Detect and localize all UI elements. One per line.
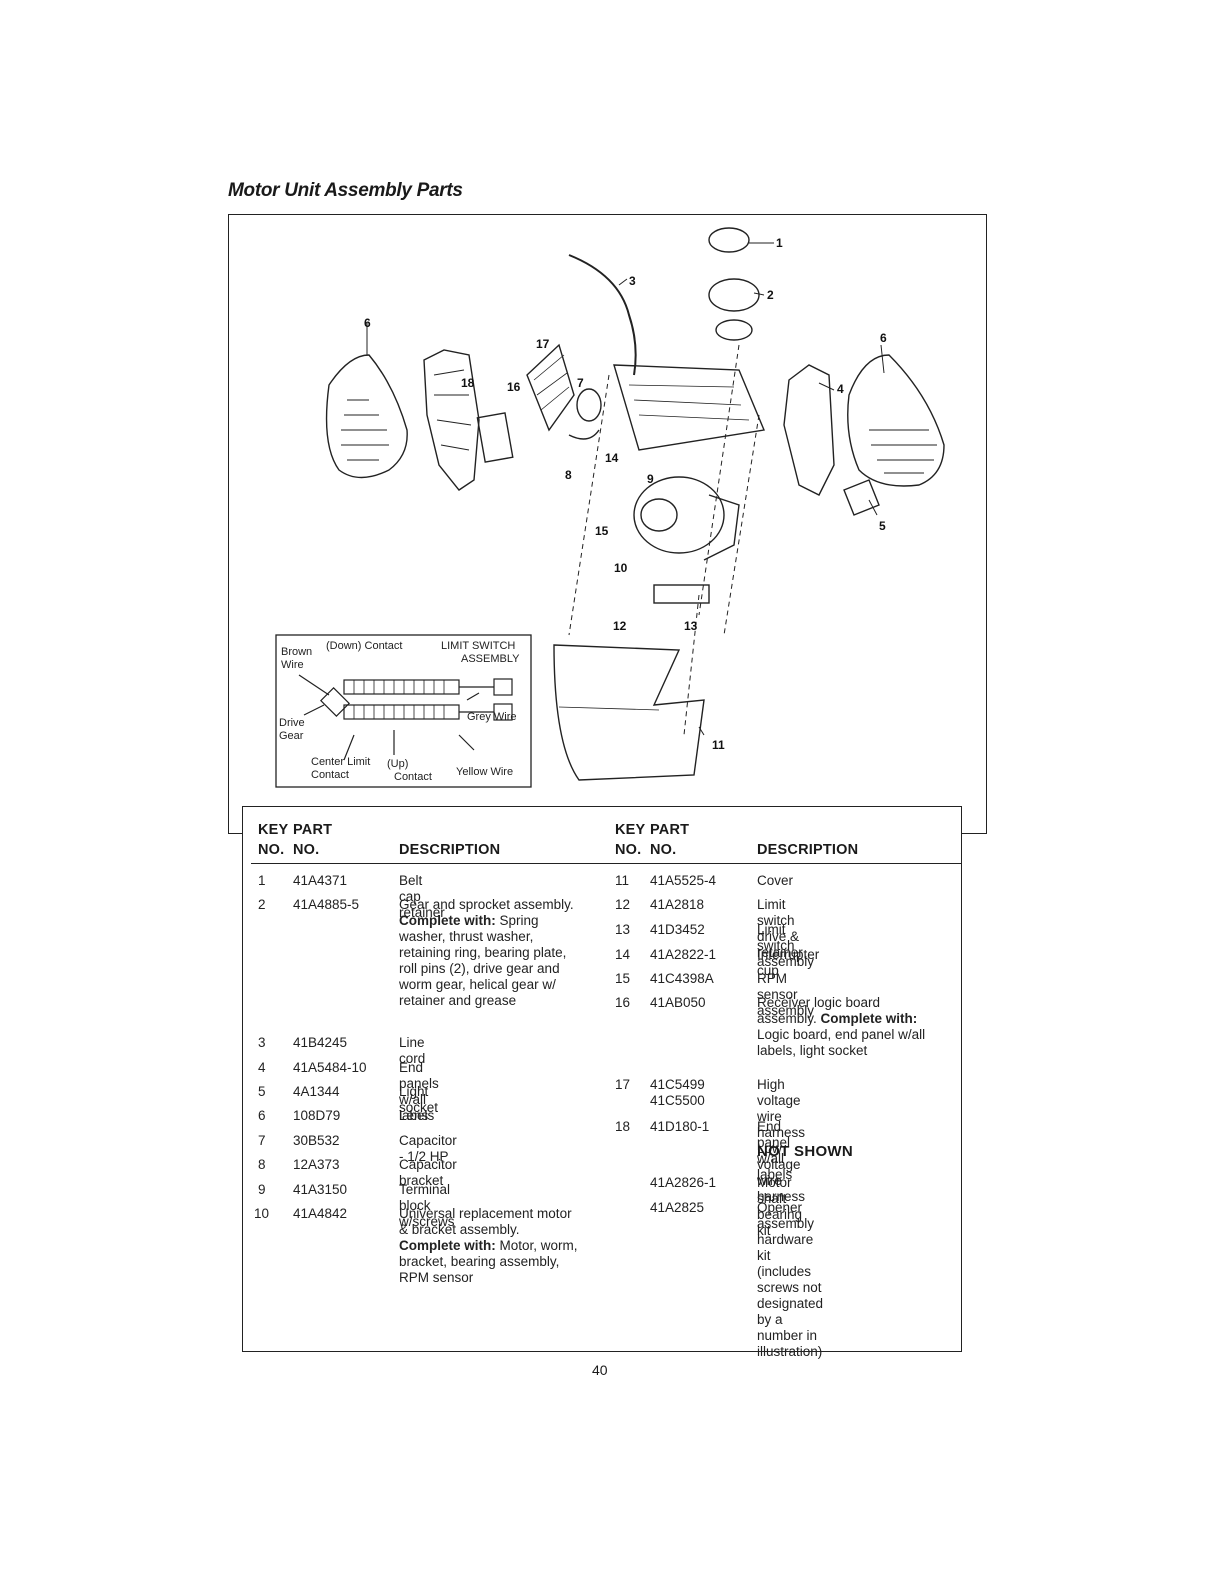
header-partno-left: NO.	[293, 842, 320, 858]
header-description-right: DESCRIPTION	[757, 842, 859, 858]
callout-4: 4	[837, 382, 844, 396]
inset-drive-gear: Drive	[279, 717, 305, 729]
header-key-right: KEY	[615, 822, 646, 838]
inset-up-contact: Contact	[394, 771, 432, 783]
callout-6-left: 6	[364, 316, 371, 330]
page-title: Motor Unit Assembly Parts	[228, 180, 463, 201]
exploded-diagram-drawing: 1 2 3 4 5 6 6 7 8 9 10 11 12 13 14 15 16…	[275, 227, 945, 788]
inset-brown-wire: Brown	[281, 646, 312, 658]
limit-switch-inset: Brown Wire (Down) Contact LIMIT SWITCH A…	[275, 634, 532, 788]
callout-18: 18	[461, 376, 475, 390]
not-shown-heading: NOT SHOWN	[757, 1143, 854, 1160]
callout-9: 9	[647, 472, 654, 486]
callout-15: 15	[595, 524, 609, 538]
header-no-right: NO.	[615, 842, 642, 858]
header-part-left: PART	[293, 822, 333, 838]
callout-8: 8	[565, 468, 572, 482]
part-end-panel-18	[423, 349, 480, 491]
inset-grey-wire: Grey Wire	[467, 711, 517, 723]
inset-down-contact: (Down) Contact	[326, 640, 402, 652]
callout-2: 2	[767, 288, 774, 302]
callout-14: 14	[605, 451, 619, 465]
inset-assembly: ASSEMBLY	[461, 653, 520, 665]
inset-up: (Up)	[387, 758, 408, 770]
parts-list: KEY NO. PART NO. DESCRIPTION KEY NO. PAR…	[242, 806, 962, 1359]
header-partno-right: NO.	[650, 842, 677, 858]
callout-6-right: 6	[880, 331, 887, 345]
part-lens-left	[325, 354, 408, 479]
callout-11: 11	[712, 738, 725, 752]
callout-17: 17	[536, 337, 550, 351]
exploded-diagram: 1 2 3 4 5 6 6 7 8 9 10 11 12 13 14 15 16…	[228, 214, 987, 834]
header-description-left: DESCRIPTION	[399, 842, 501, 858]
inset-center-limit: Center Limit	[311, 756, 370, 768]
page-number: 40	[592, 1362, 608, 1378]
header-key-left: KEY	[258, 822, 289, 838]
callout-13: 13	[684, 619, 698, 633]
callout-10: 10	[614, 561, 628, 575]
callout-5: 5	[879, 519, 886, 533]
inset-brown-wire-2: Wire	[281, 659, 304, 671]
callout-1: 1	[776, 236, 783, 250]
inset-contact: Contact	[311, 769, 349, 781]
header-part-right: PART	[650, 822, 690, 838]
inset-limit-switch: LIMIT SWITCH	[441, 640, 515, 652]
header-no-left: NO.	[258, 842, 285, 858]
header-divider	[251, 863, 961, 864]
callout-16: 16	[507, 380, 521, 394]
part-motor	[633, 476, 725, 554]
part-frame-plate	[613, 364, 765, 451]
callout-7: 7	[577, 376, 584, 390]
callout-12: 12	[613, 619, 627, 633]
inset-yellow-wire: Yellow Wire	[456, 766, 513, 778]
part-cover	[553, 644, 705, 781]
inset-drive-gear-2: Gear	[279, 730, 304, 742]
callout-3: 3	[629, 274, 636, 288]
